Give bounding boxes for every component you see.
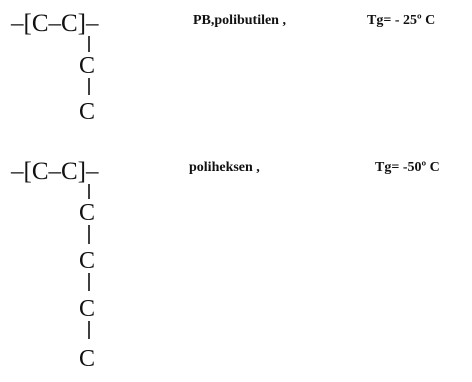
- polymer-2-name: poliheksen ,: [189, 160, 260, 175]
- polymer-1-name: PB,polibutilen ,: [193, 13, 286, 28]
- polymer-2-side-atom-2: C: [79, 248, 95, 274]
- polymer-1-backbone: –[C–C]–: [10, 10, 99, 37]
- polymer-2-backbone: –[C–C]–: [10, 158, 99, 185]
- polymer-2-side-atom-1: C: [79, 200, 95, 226]
- polymer-2-tg: Tg= -50º C: [375, 160, 440, 175]
- polymer-1-side-atom-2: C: [79, 99, 95, 125]
- polymer-1-tg: Tg= - 25º C: [367, 13, 436, 28]
- polymer-2-side-atom-3: C: [79, 296, 95, 322]
- polymer-1-structure: –[C–C]– C C: [10, 10, 99, 125]
- polymer-2-structure: –[C–C]– C C C C: [10, 158, 99, 372]
- polymer-1-side-atom-1: C: [79, 53, 95, 79]
- polymer-2-side-atom-4: C: [79, 346, 95, 372]
